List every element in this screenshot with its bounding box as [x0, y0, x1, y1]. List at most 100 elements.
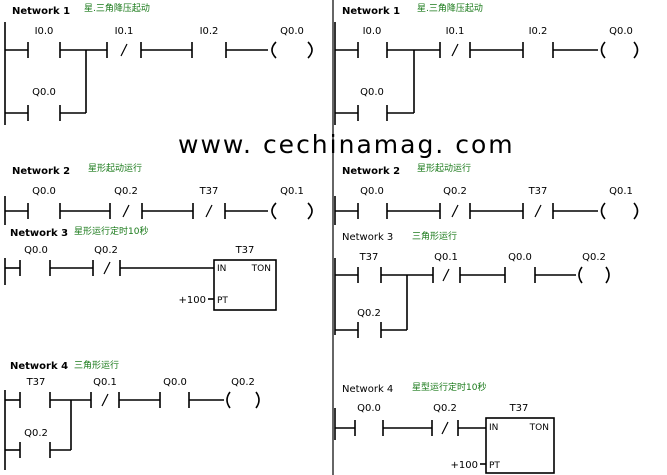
contact-label: Q0.0 — [24, 245, 48, 256]
coil-label: Q0.1 — [280, 186, 304, 197]
network-comment: 三角形运行 — [74, 359, 119, 371]
network-label: Network 1 — [12, 6, 70, 17]
contact-label: Q0.1 — [93, 377, 117, 388]
contact-no — [27, 203, 61, 219]
contact-label: I0.0 — [35, 26, 54, 37]
watermark-text: www. cechinamag. com — [178, 130, 515, 159]
contact-label: I0.2 — [200, 26, 219, 37]
preset-value: +100 — [179, 295, 206, 306]
timer-label: T37 — [509, 403, 529, 414]
contact-no — [19, 392, 51, 408]
contact-no — [357, 105, 388, 121]
network-comment: 星.三角降压起动 — [417, 2, 483, 14]
timer-ton-label: TON — [251, 264, 271, 274]
contact-label: Q0.0 — [360, 87, 384, 98]
timer-label: T37 — [235, 245, 255, 256]
right-panel: Network 1 星.三角降压起动 I0.0 I0.1 I0.2 — [334, 2, 639, 474]
contact-label: I0.2 — [529, 26, 548, 37]
network-label: Network 1 — [342, 6, 400, 17]
contact-label: T37 — [528, 186, 548, 197]
contact-label: Q0.2 — [24, 428, 48, 439]
contact-label: Q0.0 — [508, 252, 532, 263]
network-3: Network 3 三角形运行 T37 Q0.1 Q0.0 — [335, 230, 610, 338]
contact-label: I0.0 — [363, 26, 382, 37]
contact-label: I0.1 — [115, 26, 134, 37]
contact-no — [357, 267, 382, 283]
contact-nc — [431, 420, 459, 436]
timer-in-label: IN — [489, 423, 498, 433]
coil-label: Q0.2 — [582, 252, 606, 263]
output-coil — [600, 202, 639, 220]
contact-no — [357, 322, 382, 338]
contact-label: Q0.0 — [32, 87, 56, 98]
contact-nc — [522, 203, 554, 219]
output-coil — [271, 41, 313, 59]
contact-label: Q0.2 — [433, 403, 457, 414]
network-2: Network 2 星形起动运行 Q0.0 Q0.2 T37 — [5, 162, 313, 220]
contact-nc — [106, 42, 142, 58]
network-label: Network 3 — [10, 228, 68, 239]
contact-label: T37 — [199, 186, 219, 197]
contact-nc — [432, 267, 461, 283]
coil-label: Q0.0 — [280, 26, 304, 37]
network-2: Network 2 星形起动运行 Q0.0 Q0.2 T37 — [335, 162, 639, 220]
timer-ton-label: TON — [529, 423, 549, 433]
network-label: Network 2 — [12, 166, 70, 177]
output-coil — [226, 391, 260, 409]
contact-no — [27, 105, 61, 121]
contact-no — [504, 267, 536, 283]
contact-label: Q0.2 — [443, 186, 467, 197]
network-comment: 星形运行定时10秒 — [74, 225, 148, 237]
ton-timer-box: IN TON PT — [485, 417, 555, 474]
network-comment: 星形起动运行 — [417, 162, 471, 174]
network-comment: 星形起动运行 — [88, 162, 142, 174]
ton-timer-box: IN TON PT — [213, 259, 277, 311]
preset-value: +100 — [451, 460, 478, 471]
contact-no — [357, 203, 388, 219]
contact-no — [19, 260, 51, 276]
contact-label: Q0.1 — [434, 252, 458, 263]
contact-label: Q0.2 — [94, 245, 118, 256]
output-coil — [271, 202, 313, 220]
contact-nc — [109, 203, 143, 219]
network-comment: 星.三角降压起动 — [84, 2, 150, 14]
contact-no — [522, 42, 554, 58]
contact-label: I0.1 — [446, 26, 465, 37]
contact-nc — [90, 392, 120, 408]
network-1: Network 1 星.三角降压起动 I0.0 I0.1 I0.2 — [5, 2, 313, 121]
contact-no — [357, 42, 388, 58]
contact-label: Q0.0 — [163, 377, 187, 388]
network-3: Network 3 星形运行定时10秒 Q0.0 Q0.2 IN TON PT — [5, 225, 277, 311]
network-comment: 星型运行定时10秒 — [412, 381, 486, 393]
contact-nc — [439, 42, 471, 58]
contact-nc — [192, 203, 226, 219]
contact-no — [27, 42, 61, 58]
coil-label: Q0.0 — [609, 26, 633, 37]
contact-label: Q0.0 — [360, 186, 384, 197]
left-panel: Network 1 星.三角降压起动 I0.0 I0.1 I0.2 — [4, 2, 313, 470]
timer-pt-label: PT — [489, 461, 500, 471]
output-coil — [578, 266, 610, 284]
contact-no — [191, 42, 227, 58]
contact-label: Q0.2 — [114, 186, 138, 197]
contact-label: T37 — [26, 377, 46, 388]
network-4: Network 4 星型运行定时10秒 Q0.0 Q0.2 IN TON PT — [335, 381, 555, 474]
output-coil — [600, 41, 639, 59]
network-label: Network 3 — [342, 232, 393, 243]
contact-nc — [92, 260, 121, 276]
coil-label: Q0.2 — [231, 377, 255, 388]
contact-label: Q0.0 — [32, 186, 56, 197]
contact-label: T37 — [359, 252, 379, 263]
coil-label: Q0.1 — [609, 186, 633, 197]
contact-label: Q0.2 — [357, 308, 381, 319]
contact-no — [19, 442, 51, 458]
network-4: Network 4 三角形运行 T37 Q0.1 Q0.0 — [5, 359, 260, 458]
contact-nc — [439, 203, 471, 219]
network-label: Network 4 — [10, 361, 68, 372]
contact-label: Q0.0 — [357, 403, 381, 414]
contact-no — [159, 392, 190, 408]
network-1: Network 1 星.三角降压起动 I0.0 I0.1 I0.2 — [335, 2, 639, 121]
timer-in-label: IN — [217, 264, 226, 274]
timer-pt-label: PT — [217, 296, 228, 306]
